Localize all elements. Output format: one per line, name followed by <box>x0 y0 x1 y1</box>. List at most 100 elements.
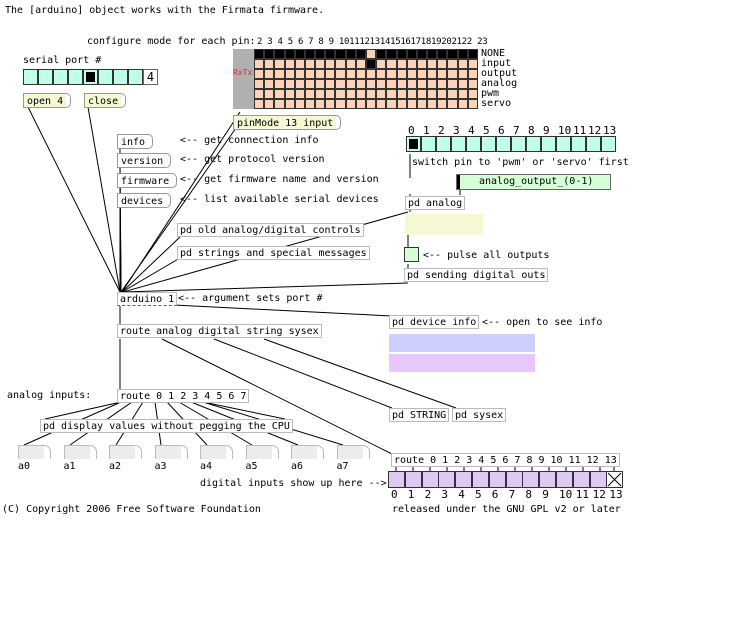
pin-grid-cell[interactable] <box>264 69 275 79</box>
pin-grid-cell[interactable] <box>274 69 285 79</box>
pd-old-controls[interactable]: pd old analog/digital controls <box>177 223 364 237</box>
pinmode-message[interactable]: pinMode 13 input <box>233 115 342 130</box>
analog-number-box[interactable] <box>63 445 97 459</box>
pin-grid-cell[interactable] <box>315 79 326 89</box>
serial-port-cell[interactable] <box>68 69 83 85</box>
pin-grid-cell[interactable] <box>386 59 397 69</box>
analog-number-box[interactable] <box>154 445 188 459</box>
pin-grid-cell[interactable] <box>406 89 417 99</box>
pin-grid-cell[interactable] <box>294 99 305 109</box>
pin-grid-cell[interactable] <box>345 49 356 59</box>
serial-port-number[interactable]: 4 <box>143 69 158 85</box>
pin-grid-cell[interactable] <box>345 59 356 69</box>
open-message[interactable]: open 4 <box>23 93 72 108</box>
pin-grid-cell[interactable] <box>427 99 438 109</box>
pin-grid-cell[interactable] <box>365 99 377 109</box>
digital-input-toggle[interactable] <box>505 471 523 488</box>
route-main-object[interactable]: route analog digital string sysex <box>117 324 322 338</box>
analog-output-slider[interactable]: analog_output_(0-1) <box>456 174 611 190</box>
pwm-pin-radio[interactable] <box>406 136 616 152</box>
pin-grid-cell[interactable] <box>427 69 438 79</box>
pin-grid-cell[interactable] <box>345 99 356 109</box>
pwm-pin-cell[interactable] <box>466 136 481 152</box>
pd-string[interactable]: pd STRING <box>389 408 450 422</box>
pd-sysex[interactable]: pd sysex <box>452 408 507 422</box>
pin-grid-cell[interactable] <box>264 89 275 99</box>
pwm-pin-cell[interactable] <box>601 136 616 152</box>
pin-grid-cell[interactable] <box>284 59 295 69</box>
digital-input-toggle[interactable] <box>556 471 573 488</box>
pin-grid-cell[interactable] <box>294 69 305 79</box>
pin-grid-cell[interactable] <box>365 59 377 69</box>
pin-grid-cell[interactable] <box>376 69 387 79</box>
pin-grid-cell[interactable] <box>386 79 397 89</box>
pin-grid-cell[interactable] <box>467 49 478 59</box>
pin-grid-cell[interactable] <box>416 59 428 69</box>
pin-grid-cell[interactable] <box>264 59 275 69</box>
pin-grid-cell[interactable] <box>467 69 478 79</box>
pd-display-values[interactable]: pd display values without pegging the CP… <box>40 419 293 433</box>
digital-input-toggle[interactable] <box>589 471 607 488</box>
pin-grid-cell[interactable] <box>264 49 275 59</box>
pin-grid-cell[interactable] <box>294 59 305 69</box>
pin-grid-cell[interactable] <box>264 99 275 109</box>
pin-grid-cell[interactable] <box>396 49 407 59</box>
pin-grid-cell[interactable] <box>416 49 428 59</box>
firmware-message[interactable]: firmware <box>117 173 178 188</box>
pin-grid-cell[interactable] <box>416 79 428 89</box>
digital-input-toggle[interactable] <box>606 471 624 488</box>
pin-grid-cell[interactable] <box>304 79 316 89</box>
slider-handle[interactable] <box>457 175 460 189</box>
pin-grid-cell[interactable] <box>325 89 336 99</box>
analog-number-box[interactable] <box>18 445 51 459</box>
pin-grid-cell[interactable] <box>274 79 285 89</box>
pwm-pin-cell[interactable] <box>451 136 466 152</box>
pin-grid-cell[interactable] <box>447 99 458 109</box>
pin-grid-cell[interactable] <box>447 69 458 79</box>
pin-grid-cell[interactable] <box>355 59 366 69</box>
pin-grid-cell[interactable] <box>427 59 438 69</box>
pin-grid-cell[interactable] <box>254 99 265 109</box>
analog-value-numbox[interactable] <box>405 214 483 235</box>
pin-grid-cell[interactable] <box>427 79 438 89</box>
pin-grid-cell[interactable] <box>406 59 417 69</box>
pd-sending-digital[interactable]: pd sending digital outs <box>404 268 549 282</box>
pd-device-info[interactable]: pd device info <box>389 315 480 329</box>
pin-grid-cell[interactable] <box>467 79 478 89</box>
pin-grid-cell[interactable] <box>335 79 346 89</box>
pin-grid-cell[interactable] <box>437 99 448 109</box>
digital-input-toggle[interactable] <box>539 471 557 488</box>
pin-grid-cell[interactable] <box>396 89 407 99</box>
serial-port-cell[interactable] <box>38 69 53 85</box>
analog-number-box[interactable] <box>109 445 142 459</box>
pin-grid-cell[interactable] <box>294 89 305 99</box>
pd-analog[interactable]: pd analog <box>405 196 466 210</box>
serial-port-cell[interactable] <box>113 69 128 85</box>
pin-grid-cell[interactable] <box>386 69 397 79</box>
pwm-pin-cell[interactable] <box>556 136 571 152</box>
pin-grid-cell[interactable] <box>335 89 346 99</box>
pin-grid-cell[interactable] <box>294 49 305 59</box>
pd-strings-messages[interactable]: pd strings and special messages <box>177 246 370 260</box>
serial-port-cell[interactable] <box>128 69 143 85</box>
pwm-pin-cell[interactable] <box>496 136 511 152</box>
pwm-pin-cell[interactable] <box>436 136 451 152</box>
serial-port-cell[interactable] <box>98 69 113 85</box>
pin-grid-cell[interactable] <box>386 99 397 109</box>
pin-grid-cell[interactable] <box>264 79 275 89</box>
serial-port-radio[interactable] <box>23 69 143 85</box>
pwm-pin-cell[interactable] <box>406 136 421 152</box>
pin-grid-cell[interactable] <box>376 59 387 69</box>
pin-grid-cell[interactable] <box>467 59 478 69</box>
serial-port-cell[interactable] <box>23 69 38 85</box>
pin-grid-cell[interactable] <box>406 99 417 109</box>
pin-grid-cell[interactable] <box>345 69 356 79</box>
pin-grid-cell[interactable] <box>355 99 366 109</box>
analog-number-box[interactable] <box>245 445 279 459</box>
pin-grid-cell[interactable] <box>365 49 377 59</box>
pin-grid-cell[interactable] <box>315 59 326 69</box>
pin-grid-cell[interactable] <box>325 79 336 89</box>
pin-grid-cell[interactable] <box>376 79 387 89</box>
route-analog-object[interactable]: route 0 1 2 3 4 5 6 7 <box>117 389 250 403</box>
pin-grid-cell[interactable] <box>396 69 407 79</box>
